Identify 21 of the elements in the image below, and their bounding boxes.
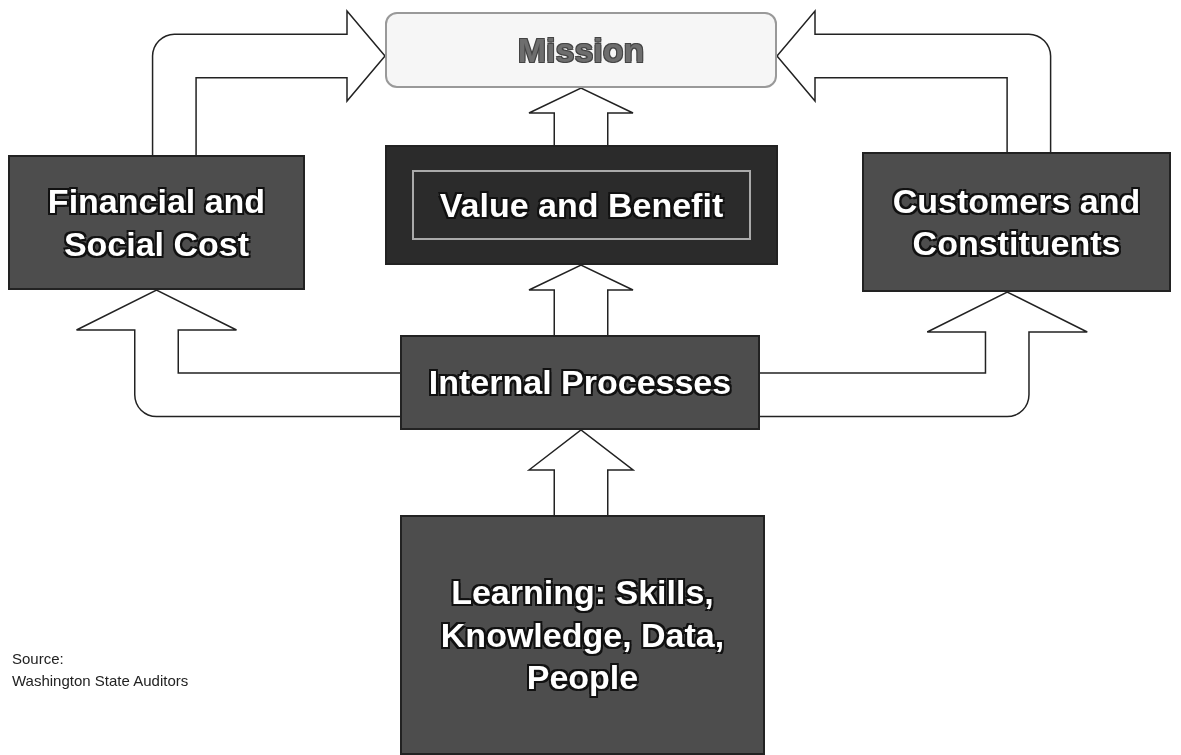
block-arrow (760, 291, 1088, 418)
block-arrow (151, 10, 386, 155)
source-note: Source: (12, 650, 64, 667)
process-box (385, 145, 778, 265)
block-arrow (528, 87, 634, 145)
box-label: Financial and Social Cost (46, 181, 267, 265)
source-note: Washington State Auditors (12, 672, 189, 689)
process-box (862, 152, 1171, 292)
process-box (400, 515, 765, 755)
process-box (8, 155, 305, 290)
box-label: Value and Benefit (439, 184, 724, 226)
box-label: Internal Processes (428, 362, 732, 404)
block-arrow (528, 264, 634, 335)
box-label: Customers and Constituents (891, 180, 1142, 264)
block-arrow (75, 289, 400, 418)
box-label: Learning: Skills, Knowledge, Data, People (439, 572, 726, 699)
goal-box (385, 12, 777, 88)
box-label: Mission (517, 30, 645, 70)
process-box (400, 335, 760, 430)
block-arrow (528, 429, 634, 515)
block-arrow (776, 10, 1052, 152)
